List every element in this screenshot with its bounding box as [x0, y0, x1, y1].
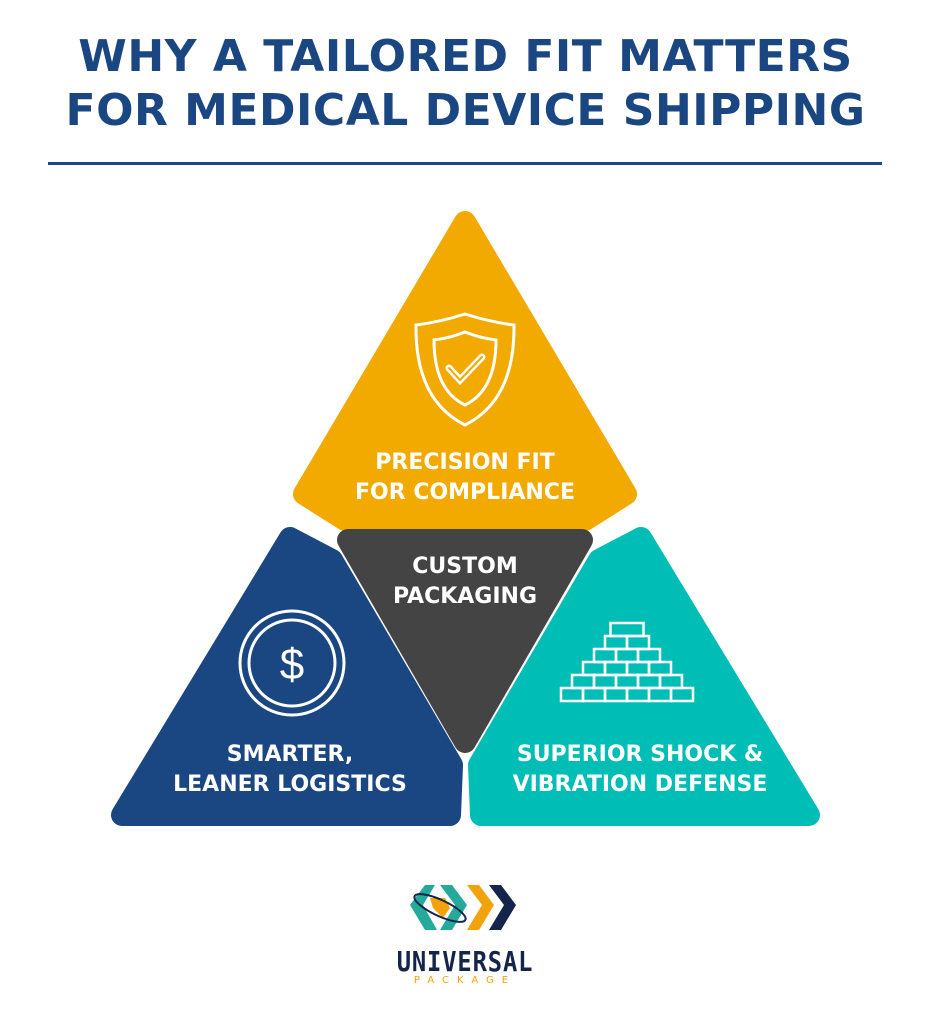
right-label-line-1: SUPERIOR SHOCK & [516, 742, 764, 767]
shield-check-icon [414, 312, 516, 427]
left-segment [111, 527, 463, 826]
brick-pyramid-icon [559, 621, 695, 703]
logo-mark [410, 885, 516, 930]
title-divider [48, 162, 882, 165]
center-label-line-1: CUSTOM [412, 554, 518, 579]
title-line-1: WHY A TAILORED FIT MATTERS [78, 31, 853, 82]
right-segment [468, 527, 820, 826]
left-label-line-1: SMARTER, [226, 742, 354, 767]
left-label-line-2: LEANER LOGISTICS [173, 772, 407, 797]
title-line-2: FOR MEDICAL DEVICE SHIPPING [65, 85, 866, 136]
left-segment-label: SMARTER, LEANER LOGISTICS [140, 740, 440, 800]
top-segment-label: PRECISION FIT FOR COMPLIANCE [315, 448, 615, 508]
center-segment-label: CUSTOM PACKAGING [365, 552, 565, 612]
brick [609, 621, 645, 638]
top-label-line-1: PRECISION FIT [375, 450, 555, 475]
center-label-line-2: PACKAGING [392, 584, 538, 609]
logo-name: UNIVERSAL [396, 945, 534, 978]
right-label-line-2: VIBRATION DEFENSE [512, 772, 768, 797]
top-label-line-2: FOR COMPLIANCE [354, 480, 575, 505]
dollar-coin-icon: $ [238, 609, 346, 717]
right-segment-label: SUPERIOR SHOCK & VIBRATION DEFENSE [485, 740, 795, 800]
page-title: WHY A TAILORED FIT MATTERS FOR MEDICAL D… [0, 30, 931, 138]
svg-text:$: $ [280, 640, 304, 689]
logo-subtitle: PACKAGE [413, 975, 517, 986]
center-segment [337, 529, 593, 753]
